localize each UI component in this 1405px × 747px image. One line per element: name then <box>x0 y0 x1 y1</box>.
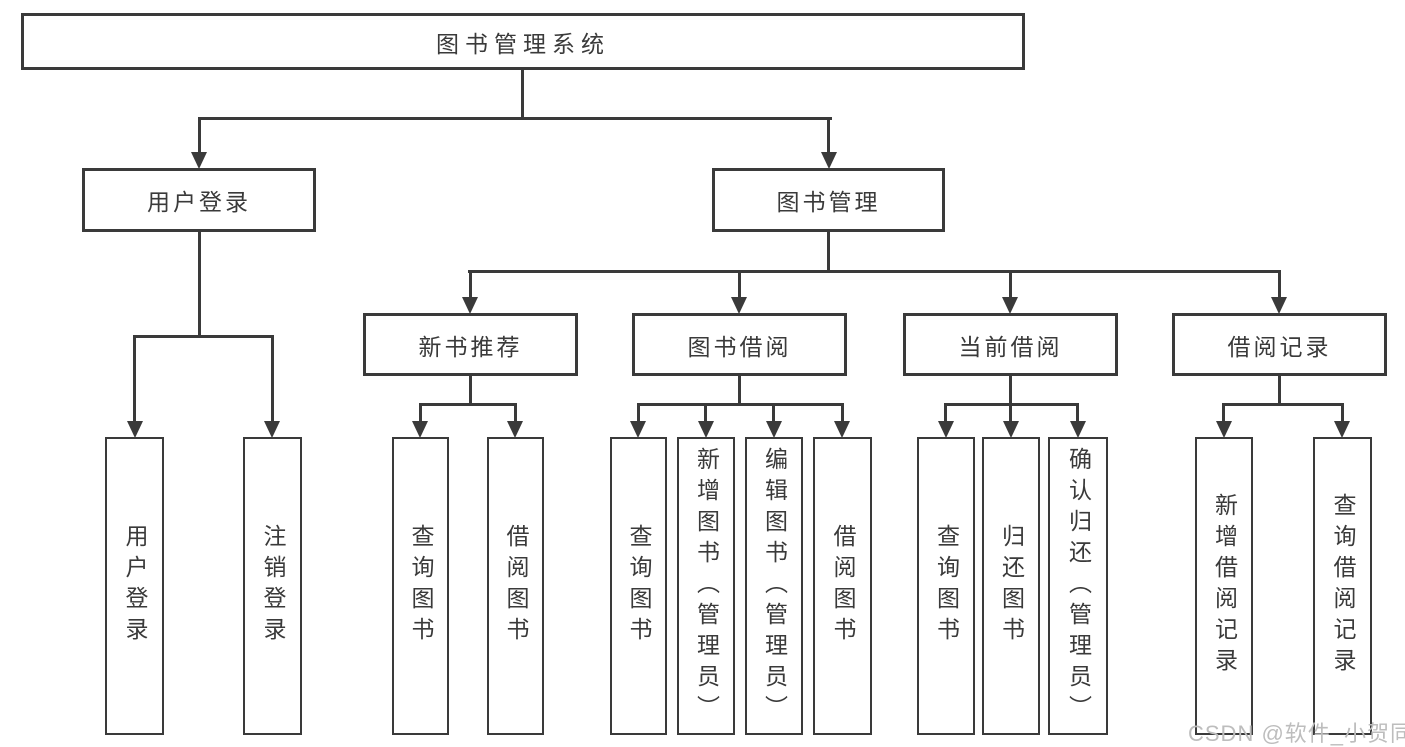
connector-line <box>1222 403 1225 422</box>
node-user-login: 用户登录 <box>82 168 316 232</box>
connector-line <box>827 232 830 273</box>
connector-line <box>841 403 844 422</box>
connector-line <box>198 117 832 120</box>
connector-line <box>1076 403 1079 422</box>
node-book-borrow: 图书借阅 <box>632 313 847 376</box>
connector-line <box>1278 376 1281 405</box>
connector-line <box>133 335 136 422</box>
leaf-borrow-books: 借阅图书 <box>813 437 872 735</box>
connector-line <box>468 270 1281 273</box>
leaf-query-books-borrow: 查询图书 <box>610 437 667 735</box>
leaf-confirm-return-admin: 确认归还（管理员） <box>1048 437 1108 735</box>
connector-line <box>521 68 524 118</box>
arrow-down-icon <box>127 421 143 438</box>
arrow-down-icon <box>766 421 782 438</box>
leaf-label: 用户登录 <box>122 524 148 648</box>
leaf-label: 查询图书 <box>408 524 434 648</box>
leaf-borrow-books-recommend: 借阅图书 <box>487 437 544 735</box>
arrow-down-icon <box>821 152 837 169</box>
node-borrow-records: 借阅记录 <box>1172 313 1387 376</box>
leaf-query-books-recommend: 查询图书 <box>392 437 449 735</box>
leaf-label: 借阅图书 <box>830 524 856 648</box>
connector-line <box>198 232 201 338</box>
leaf-add-book-admin: 新增图书（管理员） <box>677 437 735 735</box>
leaf-user-login: 用户登录 <box>105 437 164 735</box>
leaf-label: 查询图书 <box>626 524 652 648</box>
connector-line <box>772 403 775 422</box>
node-book-management: 图书管理 <box>712 168 945 232</box>
connector-line <box>514 403 517 422</box>
connector-line <box>469 270 472 298</box>
arrow-down-icon <box>938 421 954 438</box>
connector-line <box>738 376 741 405</box>
connector-line <box>133 335 274 338</box>
connector-line <box>1278 270 1281 298</box>
leaf-label: 编辑图书（管理员） <box>761 446 788 726</box>
connector-line <box>1222 403 1344 406</box>
leaf-add-borrow-record: 新增借阅记录 <box>1195 437 1253 735</box>
node-current-borrow: 当前借阅 <box>903 313 1118 376</box>
leaf-logout: 注销登录 <box>243 437 302 735</box>
connector-line <box>1341 403 1344 422</box>
leaf-return-books: 归还图书 <box>982 437 1040 735</box>
arrow-down-icon <box>731 297 747 314</box>
arrow-down-icon <box>1216 421 1232 438</box>
arrow-down-icon <box>507 421 523 438</box>
watermark-text: CSDN @软件_小贺同学 <box>1188 721 1405 746</box>
connector-line <box>637 403 844 406</box>
arrow-down-icon <box>462 297 478 314</box>
leaf-label: 注销登录 <box>260 524 286 648</box>
leaf-label: 查询图书 <box>933 524 960 648</box>
arrow-down-icon <box>191 152 207 169</box>
connector-line <box>419 403 422 422</box>
connector-line <box>419 403 517 406</box>
connector-line <box>1009 376 1012 405</box>
arrow-down-icon <box>1334 421 1350 438</box>
arrow-down-icon <box>1003 421 1019 438</box>
leaf-label: 新增图书（管理员） <box>693 446 720 726</box>
arrow-down-icon <box>1271 297 1287 314</box>
arrow-down-icon <box>834 421 850 438</box>
arrow-down-icon <box>630 421 646 438</box>
connector-line <box>469 376 472 405</box>
leaf-label: 查询借阅记录 <box>1330 493 1356 679</box>
connector-line <box>198 117 201 153</box>
leaf-label: 确认归还（管理员） <box>1065 446 1092 726</box>
connector-line <box>1009 270 1012 298</box>
connector-line <box>827 117 830 153</box>
leaf-label: 借阅图书 <box>503 524 529 648</box>
leaf-query-books-current: 查询图书 <box>917 437 975 735</box>
arrow-down-icon <box>412 421 428 438</box>
arrow-down-icon <box>1070 421 1086 438</box>
connector-line <box>738 270 741 298</box>
arrow-down-icon <box>698 421 714 438</box>
connector-line <box>271 335 274 422</box>
leaf-query-borrow-record: 查询借阅记录 <box>1313 437 1372 735</box>
leaf-edit-book-admin: 编辑图书（管理员） <box>745 437 803 735</box>
leaf-label: 新增借阅记录 <box>1211 493 1238 679</box>
arrow-down-icon <box>1002 297 1018 314</box>
leaf-label: 归还图书 <box>998 524 1025 648</box>
arrow-down-icon <box>264 421 280 438</box>
connector-line <box>944 403 947 422</box>
node-root: 图书管理系统 <box>21 13 1025 70</box>
connector-line <box>637 403 640 422</box>
connector-line <box>704 403 707 422</box>
node-new-book-recommend: 新书推荐 <box>363 313 578 376</box>
connector-line <box>1009 403 1012 422</box>
